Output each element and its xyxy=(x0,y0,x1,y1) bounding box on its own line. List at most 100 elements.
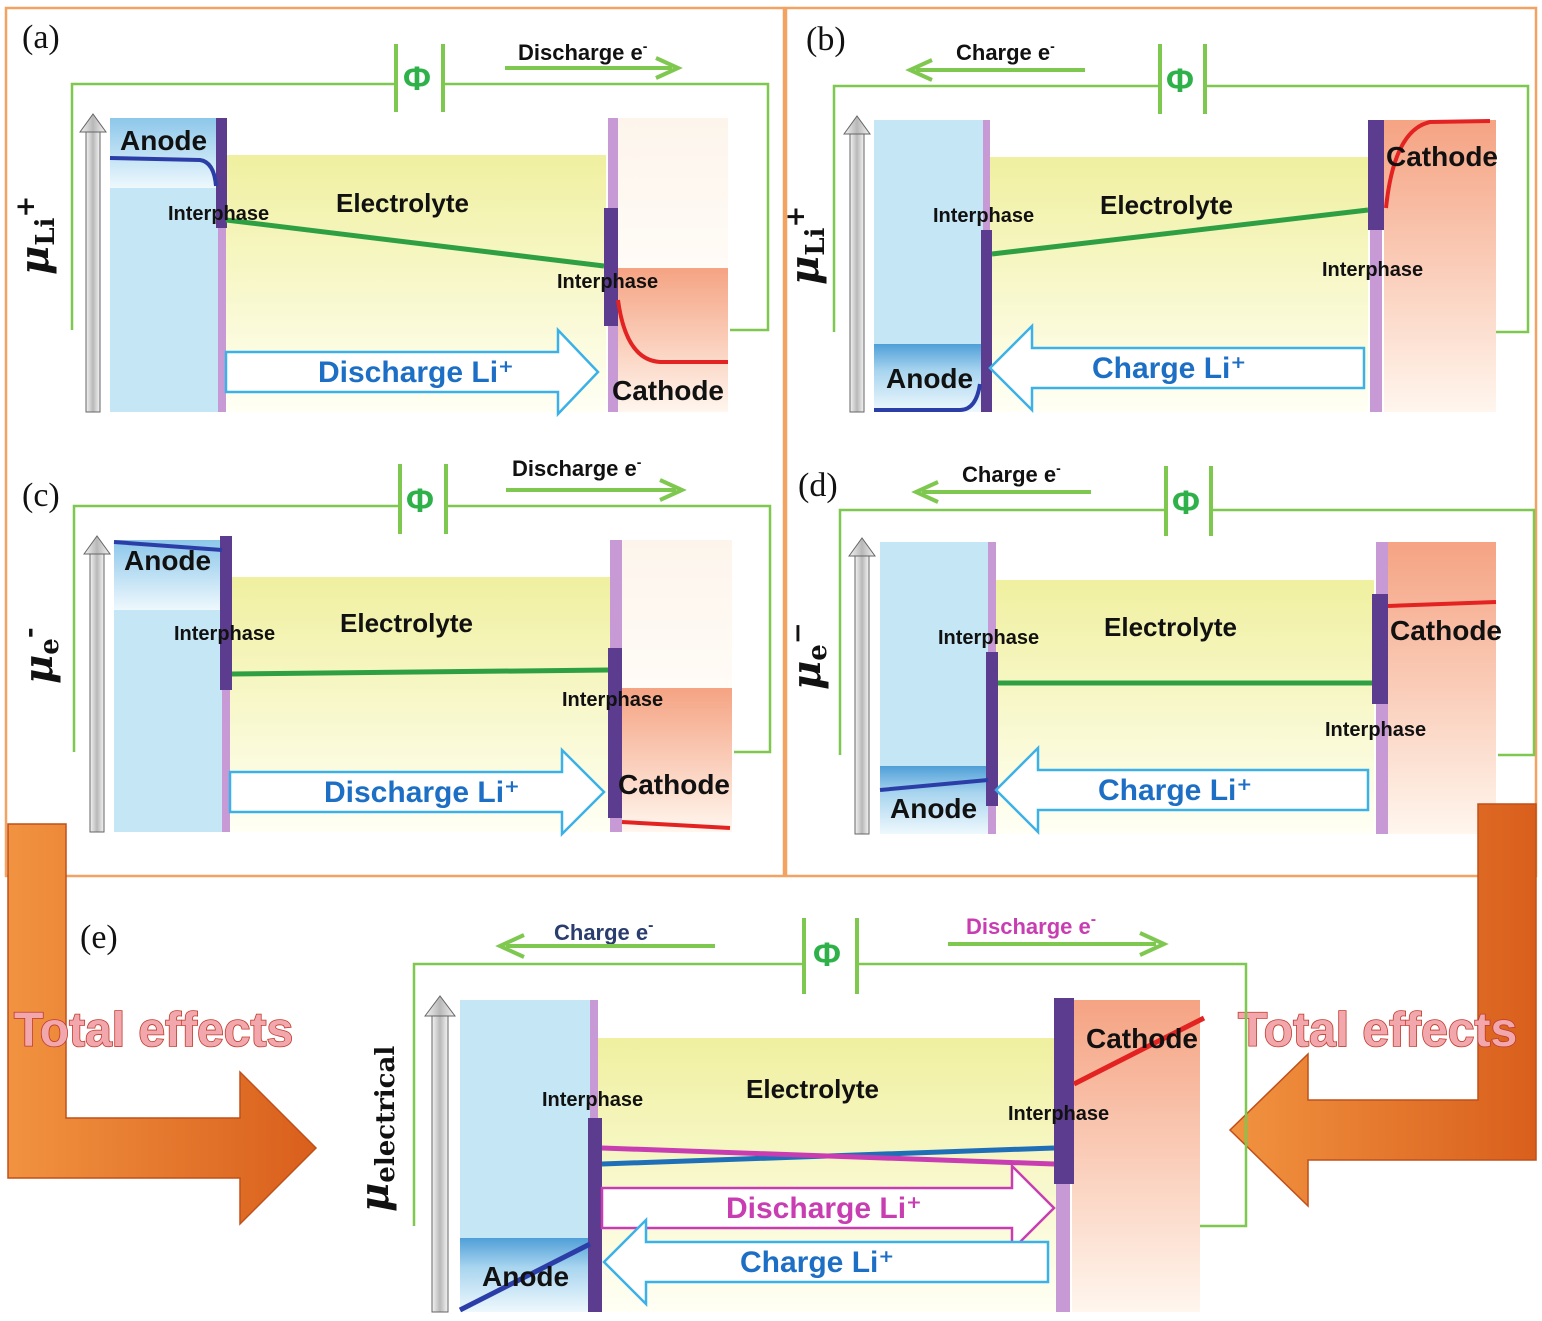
anode-potential-line xyxy=(113,540,223,552)
total-effects-label-left: Total effects xyxy=(14,1004,293,1057)
anode-potential-line xyxy=(874,383,982,412)
interphase-right-label: Interphase xyxy=(557,271,658,293)
charge-ion-arrow xyxy=(602,1216,1050,1308)
electron-flow-label: Discharge e- xyxy=(512,454,642,481)
cathode-label: Cathode xyxy=(1386,141,1498,172)
anode-region xyxy=(874,120,984,344)
electrolyte-label: Electrolyte xyxy=(1100,190,1233,220)
panel-e: (e) μelectrical Φ Charge e- Discharge e- xyxy=(80,911,1248,1313)
axis-label: μLi+ xyxy=(11,196,61,275)
interphase-right-label: Interphase xyxy=(1325,719,1426,741)
charge-electron-arrowhead xyxy=(495,933,525,959)
discharge-electron-label: Discharge e- xyxy=(966,911,1096,939)
ion-flow-label: Discharge Li⁺ xyxy=(324,776,520,809)
anode-region-bottom xyxy=(874,344,984,412)
interphase-left-label: Interphase xyxy=(542,1089,643,1111)
panel-label: (a) xyxy=(22,19,60,56)
electron-flow-label: Charge e- xyxy=(956,38,1055,65)
anode-label: Anode xyxy=(886,363,973,394)
axis-arrow xyxy=(843,115,871,413)
discharge-electron-arrowhead xyxy=(1139,931,1169,957)
cathode-region xyxy=(1384,120,1496,412)
cathode-region xyxy=(618,268,728,412)
interphase-right-layer xyxy=(608,648,622,818)
interphase-left-bar xyxy=(218,118,226,412)
panel-c: (c) μe- Φ Discharge e- Discharge Li⁺ Ano… xyxy=(15,454,772,838)
electrolyte-label: Electrolyte xyxy=(340,608,473,638)
anode-region-top xyxy=(114,540,226,610)
anode-region xyxy=(880,542,990,766)
panel-b: (b) μLi+ Φ Charge e- Charge Li⁺ Anode Ca… xyxy=(781,6,1538,878)
electrolyte-label: Electrolyte xyxy=(1104,612,1237,642)
axis-label: μe- xyxy=(15,627,65,684)
anode-region xyxy=(110,188,222,412)
ion-flow-arrow xyxy=(228,746,606,838)
cathode-region xyxy=(1388,542,1496,834)
electrolyte-potential-line xyxy=(991,207,1369,257)
interphase-left-label: Interphase xyxy=(168,203,269,225)
anode-potential-line xyxy=(109,156,218,187)
cathode-label: Cathode xyxy=(612,375,724,406)
potential-symbol: Φ xyxy=(813,936,841,974)
axis-label: μe− xyxy=(783,622,833,690)
external-circuit xyxy=(838,466,1536,757)
electron-flow-label: Charge e- xyxy=(962,460,1061,487)
interphase-left-layer xyxy=(588,1118,602,1312)
panel-label: (e) xyxy=(80,919,118,956)
anode-region xyxy=(460,1000,592,1238)
electron-flow-arrowhead xyxy=(655,56,683,80)
panel-label: (d) xyxy=(798,467,838,504)
cathode-potential-line xyxy=(621,820,731,830)
cathode-label: Cathode xyxy=(618,769,730,800)
anode-region xyxy=(114,610,226,832)
potential-symbol: Φ xyxy=(1172,484,1200,522)
interphase-right-label: Interphase xyxy=(1322,259,1423,281)
axis-label: μLi+ xyxy=(781,206,831,285)
interphase-left-layer xyxy=(220,536,232,690)
axis-arrow xyxy=(848,537,876,835)
anode-label: Anode xyxy=(124,545,211,576)
cathode-potential-line xyxy=(616,299,728,364)
cathode-potential-line xyxy=(1384,119,1491,209)
cathode-region-upper xyxy=(622,540,732,688)
charge-electron-label: Charge e- xyxy=(554,917,653,945)
anode-label: Anode xyxy=(890,793,977,824)
anode-potential-line xyxy=(458,1241,592,1313)
electrolyte-label: Electrolyte xyxy=(336,188,469,218)
panel-label: (b) xyxy=(806,21,846,58)
potential-symbol: Φ xyxy=(1166,62,1194,100)
potential-symbol: Φ xyxy=(403,60,431,98)
electrolyte-potential-line xyxy=(225,217,605,269)
interphase-left-layer xyxy=(986,652,998,806)
cathode-region xyxy=(622,688,732,832)
ion-flow-arrow xyxy=(224,326,600,418)
interphase-right-layer xyxy=(604,208,618,326)
cathode-region-upper xyxy=(618,118,728,268)
electron-flow-arrowhead xyxy=(911,480,939,504)
interphase-right-layer xyxy=(1372,594,1388,704)
panel-label: (c) xyxy=(22,477,60,514)
cathode-potential-line xyxy=(1072,1015,1206,1087)
interphase-right-layer xyxy=(1054,998,1074,1184)
external-circuit xyxy=(70,44,770,332)
interphase-left-label: Interphase xyxy=(933,205,1034,227)
cathode-potential-line xyxy=(1387,600,1497,608)
discharge-ion-label: Discharge Li⁺ xyxy=(726,1192,922,1225)
panel-b-frame xyxy=(784,6,1538,878)
interphase-left-label: Interphase xyxy=(174,623,275,645)
interphase-right-label: Interphase xyxy=(1008,1103,1109,1125)
external-circuit xyxy=(72,464,772,754)
anode-label: Anode xyxy=(120,125,207,156)
potential-symbol: Φ xyxy=(406,482,434,520)
interphase-left-label: Interphase xyxy=(938,627,1039,649)
panel-d: (d) μe− Φ Charge e- Charge Li⁺ Anode Cat… xyxy=(783,460,1536,836)
ion-flow-label: Charge Li⁺ xyxy=(1092,352,1246,385)
discharge-ion-arrow xyxy=(600,1162,1056,1254)
total-effects-arrow-right xyxy=(1228,803,1537,1208)
panel-a: (a) μLi+ Φ Discharge e- xyxy=(4,6,786,878)
ion-flow-arrow xyxy=(988,322,1366,414)
anode-potential-line xyxy=(879,778,989,792)
axis-arrow xyxy=(79,113,107,413)
axis-arrow xyxy=(83,535,111,833)
interphase-left-layer xyxy=(981,230,992,412)
